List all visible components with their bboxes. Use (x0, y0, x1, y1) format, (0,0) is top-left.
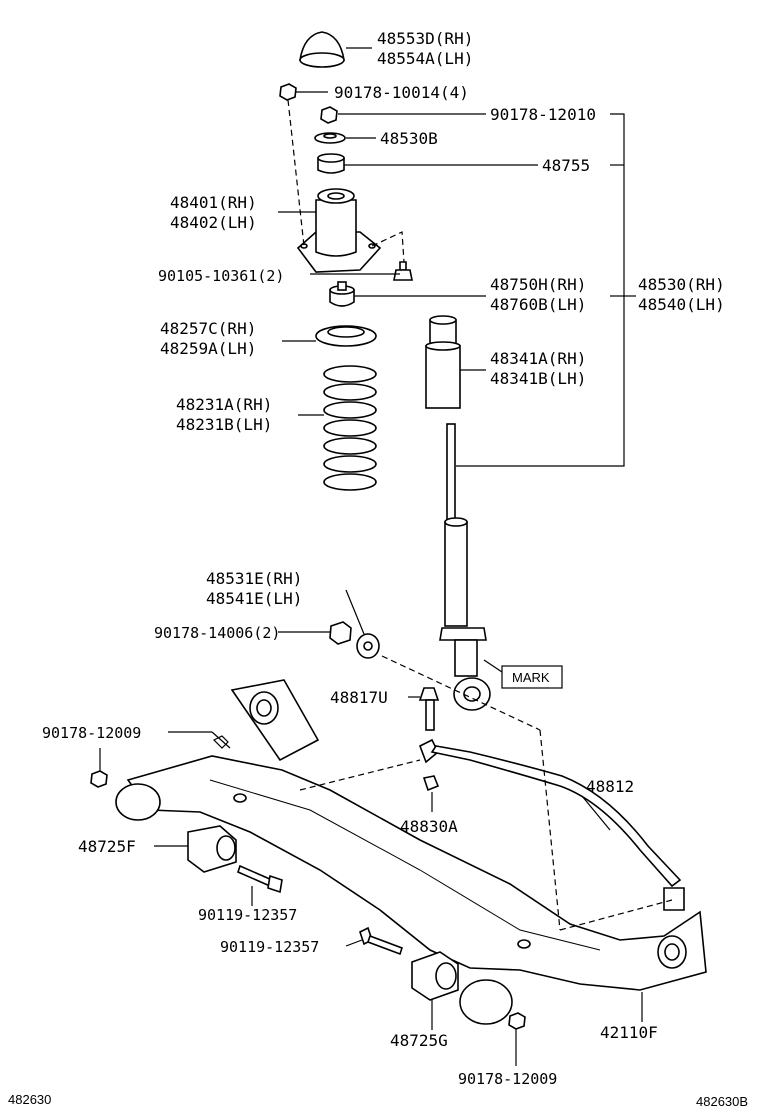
bound-bumper-part (329, 281, 355, 307)
axle-beam-part (115, 679, 707, 1025)
shock-absorber-part (439, 423, 491, 711)
label-cushion: 48755 (542, 156, 590, 175)
label-bolt-upper: 90119-12357 (198, 906, 297, 924)
cushion-part (317, 153, 345, 174)
bump-stopper-part (299, 31, 345, 68)
label-link-bush-rh: 48531E(RH) (206, 569, 302, 588)
label-stab-bush: 48830A (400, 817, 458, 836)
label-bump-stopper-lh: 48554A(LH) (377, 49, 473, 68)
bolt-lower-part (359, 926, 404, 956)
ref-left: 482630 (8, 1092, 51, 1107)
label-bolt-lower: 90119-12357 (220, 938, 319, 956)
label-nut-beam-bottom: 90178-12009 (458, 1070, 557, 1088)
label-insulator-lh: 48259A(LH) (160, 339, 256, 358)
label-beam: 42110F (600, 1023, 658, 1042)
label-bush-f: 48725F (78, 837, 136, 856)
alignment-dashes (287, 99, 673, 931)
dust-boot-part (425, 315, 461, 409)
label-nut-rod: 90178-12010 (490, 105, 596, 124)
stabilizer-bush-part (422, 775, 440, 792)
mark-box (501, 665, 563, 689)
support-bolt-part (393, 261, 413, 281)
mark-label: MARK (512, 670, 550, 685)
part-labels: 48553D(RH) 48554A(LH) 90178-10014(4) 901… (8, 29, 748, 1109)
label-insulator-rh: 48257C(RH) (160, 319, 256, 338)
label-bumper-lh: 48760B(LH) (490, 295, 586, 314)
label-spring-rh: 48231A(RH) (176, 395, 272, 414)
label-stabilizer: 48812 (586, 777, 634, 796)
ref-right: 482630B (696, 1094, 748, 1109)
label-bump-stopper-rh: 48553D(RH) (377, 29, 473, 48)
label-retainer: 48530B (380, 129, 438, 148)
label-bolt-support: 90105-10361(2) (158, 267, 284, 285)
label-absorber-rh: 48530(RH) (638, 275, 725, 294)
label-spring-lh: 48231B(LH) (176, 415, 272, 434)
link-bolt-part (418, 687, 440, 731)
leader-lines (99, 47, 643, 1066)
label-boot-lh: 48341B(LH) (490, 369, 586, 388)
nut-top-mount-part (279, 83, 297, 101)
label-support-rh: 48401(RH) (170, 193, 257, 212)
nut-beam-left-part (90, 770, 108, 788)
nut-rod-part (320, 106, 338, 124)
label-link-bush-lh: 48541E(LH) (206, 589, 302, 608)
bushing-f-part (187, 825, 237, 873)
nut-beam-bottom-part (508, 1012, 526, 1030)
label-nut-top-mount: 90178-10014(4) (334, 83, 469, 102)
label-nut-beam-left: 90178-12009 (42, 724, 141, 742)
label-boot-rh: 48341A(RH) (490, 349, 586, 368)
label-bolt-link: 48817U (330, 688, 388, 707)
label-bush-g: 48725G (390, 1031, 448, 1050)
link-bushing-part (329, 621, 380, 659)
label-nut-link: 90178-14006(2) (154, 624, 280, 642)
label-support-lh: 48402(LH) (170, 213, 257, 232)
suspension-support-part (296, 188, 382, 273)
coil-spring-part (323, 365, 377, 491)
spring-insulator-part (315, 325, 377, 347)
bushing-g-part (411, 951, 459, 1001)
label-bumper-rh: 48750H(RH) (490, 275, 586, 294)
stabilizer-bar-part (418, 738, 685, 911)
label-absorber-lh: 48540(LH) (638, 295, 725, 314)
retainer-part (314, 132, 346, 144)
bolt-upper-part (237, 864, 283, 894)
